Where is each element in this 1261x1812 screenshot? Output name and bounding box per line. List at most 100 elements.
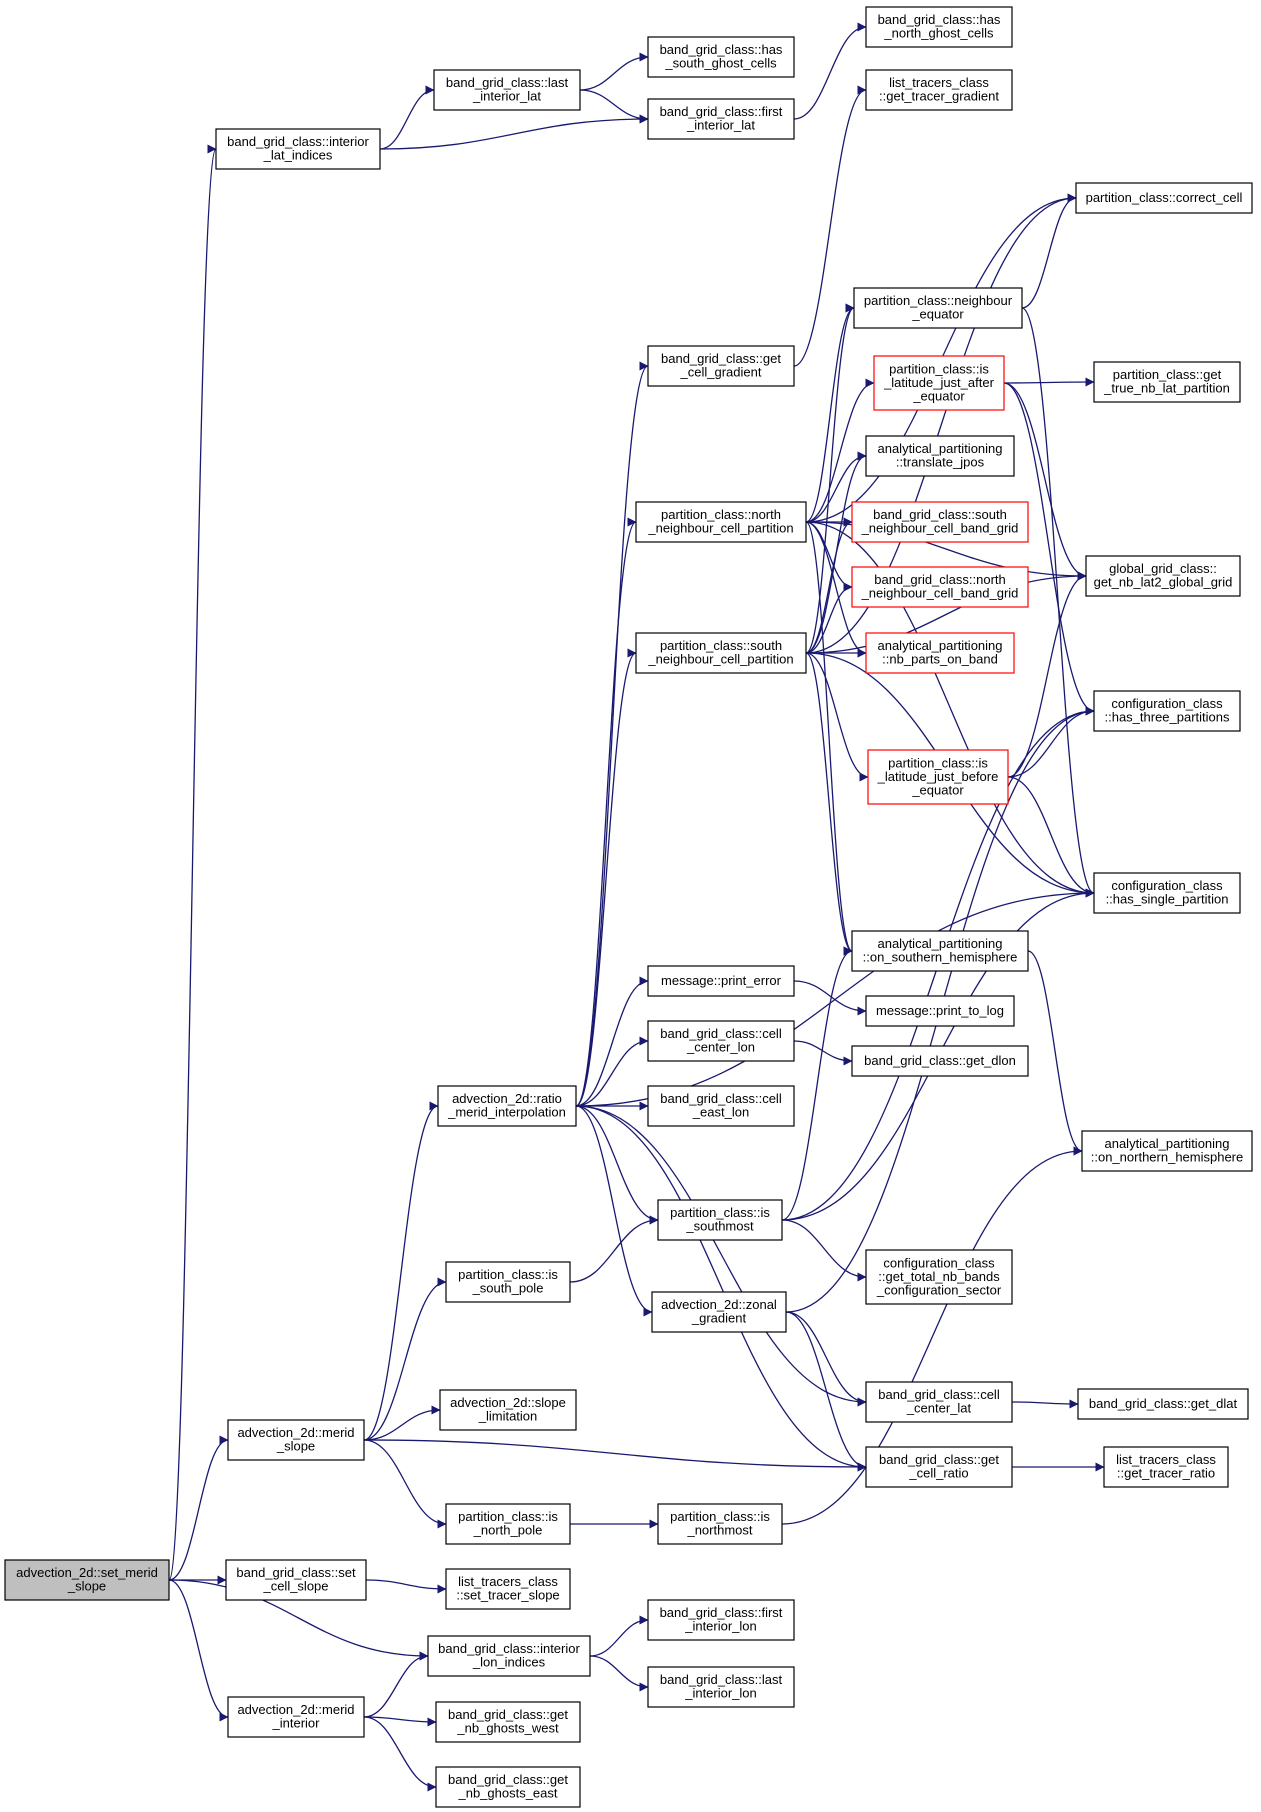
node-is_southmost[interactable]: partition_class::is_southmost	[657, 1199, 783, 1241]
node-label: band_grid_class::get	[448, 1772, 568, 1787]
edge-interior_lon_indices-to-first_interior_lon	[589, 1615, 649, 1657]
node-set_merid_slope[interactable]: advection_2d::set_merid_slope	[4, 1559, 170, 1601]
node-is_latitude_just_before_equator[interactable]: partition_class::is_latitude_just_before…	[867, 749, 1009, 805]
node-has_three_partitions[interactable]: configuration_class::has_three_partition…	[1093, 690, 1241, 732]
node-get_nb_ghosts_west[interactable]: band_grid_class::get_nb_ghosts_west	[435, 1701, 581, 1743]
node-box	[435, 1701, 581, 1743]
node-has_north_ghost_cells[interactable]: band_grid_class::has_north_ghost_cells	[865, 6, 1013, 48]
node-label: band_grid_class::first	[660, 1605, 783, 1620]
node-get_dlon[interactable]: band_grid_class::get_dlon	[851, 1045, 1029, 1077]
node-label: partition_class::is	[458, 1267, 558, 1282]
node-is_north_pole[interactable]: partition_class::is_north_pole	[445, 1503, 571, 1545]
node-print_error[interactable]: message::print_error	[647, 965, 795, 997]
node-box	[873, 355, 1005, 411]
node-first_interior_lat[interactable]: band_grid_class::first_interior_lat	[647, 98, 795, 140]
node-set_cell_slope[interactable]: band_grid_class::set_cell_slope	[225, 1559, 367, 1601]
edge-ratio_merid_interpolation-to-print_error	[575, 976, 649, 1107]
node-north_neighbour_cell_partition[interactable]: partition_class::north_neighbour_cell_pa…	[635, 501, 807, 543]
node-interior_lat_indices[interactable]: band_grid_class::interior_lat_indices	[215, 128, 381, 170]
node-last_interior_lon[interactable]: band_grid_class::last_interior_lon	[647, 1666, 795, 1708]
node-box	[851, 566, 1029, 608]
node-label: _cell_gradient	[680, 365, 762, 380]
node-translate_jpos[interactable]: analytical_partitioning::translate_jpos	[865, 435, 1015, 477]
edge-last_interior_lat-to-first_interior_lat	[579, 89, 649, 124]
node-get_tracer_ratio[interactable]: list_tracers_class::get_tracer_ratio	[1103, 1446, 1229, 1488]
node-get_nb_ghosts_east[interactable]: band_grid_class::get_nb_ghosts_east	[435, 1766, 581, 1808]
node-label: _lon_indices	[472, 1655, 546, 1670]
node-label: band_grid_class::last	[660, 1672, 783, 1687]
node-is_latitude_just_after_equator[interactable]: partition_class::is_latitude_just_after_…	[873, 355, 1005, 411]
node-zonal_gradient[interactable]: advection_2d::zonal_gradient	[651, 1291, 787, 1333]
node-has_single_partition[interactable]: configuration_class::has_single_partitio…	[1093, 872, 1241, 914]
node-interior_lon_indices[interactable]: band_grid_class::interior_lon_indices	[427, 1635, 591, 1677]
node-label: _south_pole	[472, 1281, 544, 1296]
node-is_south_pole[interactable]: partition_class::is_south_pole	[445, 1261, 571, 1303]
node-label: _interior_lat	[686, 118, 755, 133]
node-get_true_nb_lat_partition[interactable]: partition_class::get_true_nb_lat_partiti…	[1093, 361, 1241, 403]
node-correct_cell[interactable]: partition_class::correct_cell	[1075, 182, 1253, 214]
edge-set_merid_slope-to-interior_lon_indices	[168, 1579, 429, 1661]
node-get_nb_lat2_global_grid[interactable]: global_grid_class::get_nb_lat2_global_gr…	[1085, 555, 1241, 597]
node-label: get_nb_lat2_global_grid	[1094, 575, 1233, 590]
node-cell_center_lon[interactable]: band_grid_class::cell_center_lon	[647, 1020, 795, 1062]
node-label: advection_2d::set_merid	[16, 1565, 158, 1580]
node-label: band_grid_class::cell	[660, 1026, 782, 1041]
node-ratio_merid_interpolation[interactable]: advection_2d::ratio_merid_interpolation	[437, 1085, 577, 1127]
node-cell_center_lat[interactable]: band_grid_class::cell_center_lat	[865, 1381, 1013, 1423]
node-label: band_grid_class::north	[874, 572, 1006, 587]
node-label: _neighbour_cell_partition	[647, 652, 793, 667]
node-cell_east_lon[interactable]: band_grid_class::cell_east_lon	[647, 1085, 795, 1127]
node-label: partition_class::is	[888, 755, 988, 770]
edge-north_neighbour_cell_partition-to-neighbour_equator	[805, 303, 855, 523]
node-box	[647, 1020, 795, 1062]
node-box	[4, 1559, 170, 1601]
node-merid_slope[interactable]: advection_2d::merid_slope	[227, 1419, 365, 1461]
node-get_dlat[interactable]: band_grid_class::get_dlat	[1077, 1388, 1249, 1420]
edge-south_neighbour_cell_partition-to-is_latitude_just_before_equator	[805, 652, 869, 782]
node-last_interior_lat[interactable]: band_grid_class::last_interior_lat	[433, 69, 581, 111]
edge-ratio_merid_interpolation-to-get_cell_gradient	[575, 361, 649, 1107]
edge-is_south_pole-to-is_southmost	[569, 1215, 659, 1283]
node-box	[439, 1389, 577, 1431]
node-label: advection_2d::slope	[450, 1395, 566, 1410]
node-get_tracer_gradient[interactable]: list_tracers_class::get_tracer_gradient	[865, 69, 1013, 111]
edge-cell_center_lon-to-get_dlon	[793, 1040, 853, 1066]
edge-is_latitude_just_before_equator-to-has_three_partitions	[1007, 706, 1095, 778]
node-get_cell_ratio[interactable]: band_grid_class::get_cell_ratio	[865, 1446, 1013, 1488]
node-get_cell_gradient[interactable]: band_grid_class::get_cell_gradient	[647, 345, 795, 387]
node-has_south_ghost_cells[interactable]: band_grid_class::has_south_ghost_cells	[647, 36, 795, 78]
node-print_to_log[interactable]: message::print_to_log	[865, 995, 1015, 1027]
node-box	[215, 128, 381, 170]
node-box	[651, 1291, 787, 1333]
node-nb_parts_on_band[interactable]: analytical_partitioning::nb_parts_on_ban…	[865, 632, 1015, 674]
node-box	[867, 749, 1009, 805]
node-slope_limitation[interactable]: advection_2d::slope_limitation	[439, 1389, 577, 1431]
node-merid_interior[interactable]: advection_2d::merid_interior	[227, 1696, 365, 1738]
edge-merid_interior-to-interior_lon_indices	[363, 1651, 429, 1718]
node-on_northern_hemisphere[interactable]: analytical_partitioning::on_northern_hem…	[1081, 1130, 1253, 1172]
node-label: _slope	[67, 1579, 106, 1594]
node-label: partition_class::is	[670, 1205, 770, 1220]
node-label: band_grid_class::get	[448, 1707, 568, 1722]
node-set_tracer_slope[interactable]: list_tracers_class::set_tracer_slope	[445, 1568, 571, 1610]
node-label: list_tracers_class	[458, 1574, 558, 1589]
node-label: configuration_class	[1111, 878, 1223, 893]
node-is_northmost[interactable]: partition_class::is_northmost	[657, 1503, 783, 1545]
edge-south_neighbour_cell_partition-to-on_southern_hemisphere	[805, 652, 853, 956]
node-label: band_grid_class::get	[879, 1452, 999, 1467]
node-label: list_tracers_class	[1116, 1452, 1216, 1467]
node-box	[1093, 872, 1241, 914]
node-south_neighbour_cell_partition[interactable]: partition_class::south_neighbour_cell_pa…	[635, 632, 807, 674]
node-on_southern_hemisphere[interactable]: analytical_partitioning::on_southern_hem…	[851, 930, 1029, 972]
node-label: _north_pole	[473, 1523, 543, 1538]
node-box	[647, 36, 795, 78]
node-get_total_nb_bands_configuration_sector[interactable]: configuration_class::get_total_nb_bands_…	[865, 1249, 1013, 1305]
node-first_interior_lon[interactable]: band_grid_class::first_interior_lon	[647, 1599, 795, 1641]
edge-merid_interior-to-get_nb_ghosts_west	[363, 1716, 437, 1727]
node-label: band_grid_class::interior	[438, 1641, 580, 1656]
edge-zonal_gradient-to-cell_center_lat	[785, 1311, 867, 1407]
node-north_neighbour_cell_band_grid[interactable]: band_grid_class::north_neighbour_cell_ba…	[851, 566, 1029, 608]
node-south_neighbour_cell_band_grid[interactable]: band_grid_class::south_neighbour_cell_ba…	[851, 501, 1029, 543]
node-neighbour_equator[interactable]: partition_class::neighbour_equator	[853, 287, 1023, 329]
node-label: band_grid_class::interior	[227, 134, 369, 149]
